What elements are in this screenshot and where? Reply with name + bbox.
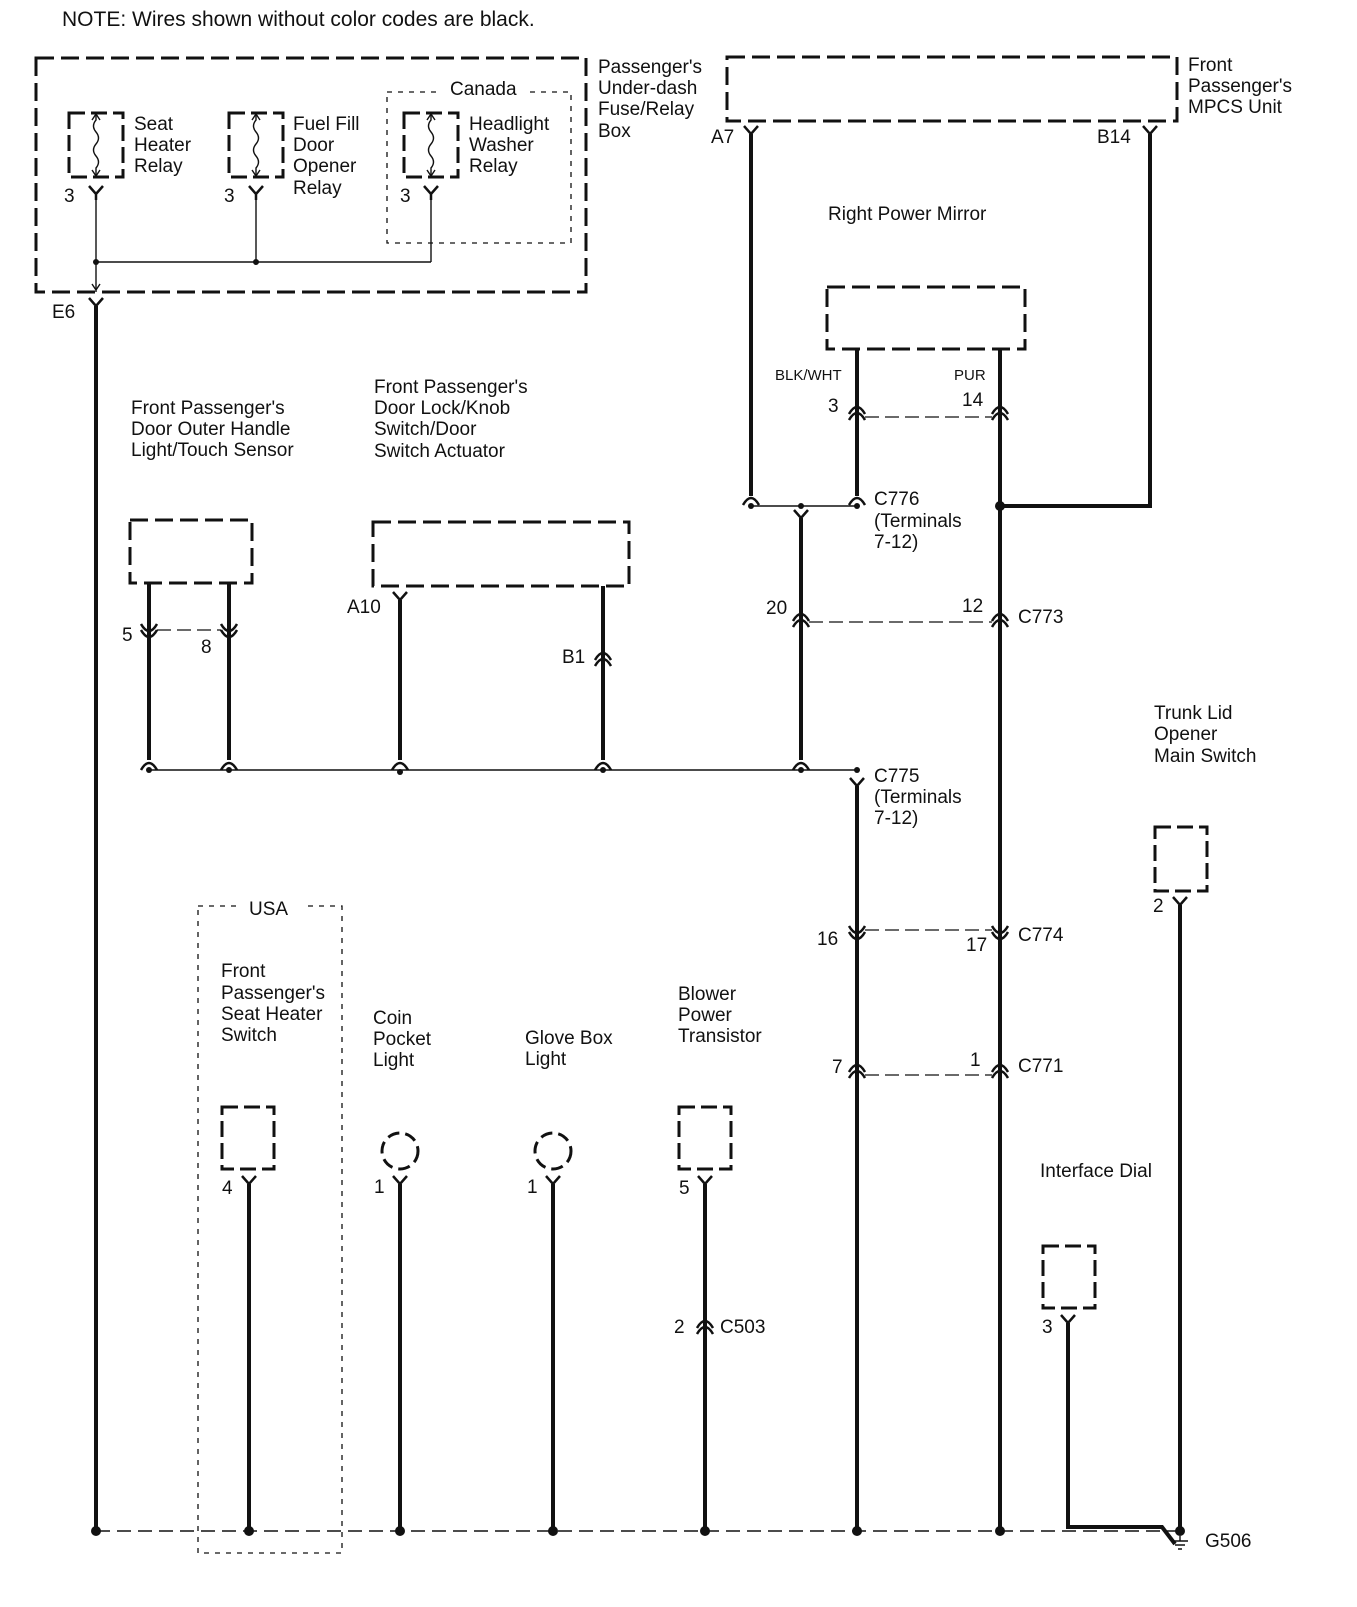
interface-dial-pin: 3	[1042, 1317, 1053, 1338]
mirror-box	[825, 285, 1027, 351]
canada-label: Canada	[450, 79, 517, 100]
blower-power-transistor: Blower Power Transistor 5 2 C503	[674, 984, 765, 1530]
mpcs-pin-a7: A7	[711, 127, 734, 148]
c503-pin: 2	[674, 1317, 685, 1338]
fuse-box-label: Passenger's Under-dash Fuse/Relay Box	[598, 57, 707, 142]
door-handle-pin-5: 5	[122, 625, 133, 646]
c771-pin-1: 1	[970, 1050, 981, 1071]
headlight-washer-relay: Headlight Washer Relay 3	[400, 111, 555, 207]
usa-label: USA	[249, 899, 288, 920]
mirror-label: Right Power Mirror	[828, 204, 987, 225]
relay-coil-icon	[427, 115, 435, 176]
ground-bus: G506	[91, 1526, 1251, 1552]
door-lock-pin-a10: A10	[347, 597, 381, 618]
coin-pocket-light: Coin Pocket Light 1	[373, 1008, 436, 1530]
trunk-switch-pin: 2	[1153, 896, 1164, 917]
c503-label: C503	[720, 1317, 765, 1338]
c771-pin-7: 7	[832, 1057, 843, 1078]
c773-label: C773	[1018, 607, 1063, 628]
c774-pin-17: 17	[966, 935, 987, 956]
relay-label: Headlight Washer Relay	[469, 114, 555, 177]
seat-heater-switch-pin: 4	[222, 1178, 233, 1199]
wire-color-blk-wht: BLK/WHT	[775, 367, 842, 384]
fuse-relay-box: Passenger's Under-dash Fuse/Relay Box Ca…	[34, 56, 707, 294]
relay-coil-icon	[252, 115, 260, 176]
seat-heater-switch-label: Front Passenger's Seat Heater Switch	[221, 961, 330, 1046]
light-bulb-icon	[380, 1131, 420, 1171]
c771-label: C771	[1018, 1056, 1063, 1077]
note-text: NOTE: Wires shown without color codes ar…	[62, 8, 535, 31]
c773-pin-12: 12	[962, 596, 983, 617]
b14-wire	[1000, 134, 1152, 508]
relay-pin: 3	[64, 186, 75, 207]
c775-label: C775 (Terminals 7-12)	[874, 766, 967, 829]
relay-pin: 3	[224, 186, 235, 207]
trunk-switch-label: Trunk Lid Opener Main Switch	[1154, 703, 1256, 767]
door-lock-pin-b1: B1	[562, 647, 585, 668]
door-handle-sensor: Front Passenger's Door Outer Handle Ligh…	[122, 398, 296, 760]
connector-c775: C775 (Terminals 7-12)	[139, 761, 967, 829]
glove-box-light: Glove Box Light 1	[525, 1028, 618, 1530]
e6-terminal-label: E6	[52, 302, 75, 323]
blower-label: Blower Power Transistor	[678, 984, 762, 1047]
usa-option-box	[197, 905, 343, 1554]
blower-pin: 5	[679, 1178, 690, 1199]
seat-heater-relay: Seat Heater Relay 3	[64, 111, 196, 207]
relay-pin: 3	[400, 186, 411, 207]
mirror-pin-14: 14	[962, 390, 984, 411]
door-handle-label: Front Passenger's Door Outer Handle Ligh…	[131, 398, 296, 461]
mpcs-unit-label: Front Passenger's MPCS Unit	[1188, 55, 1297, 118]
seat-heater-switch: USA Front Passenger's Seat Heater Switch…	[197, 896, 343, 1554]
interface-dial-label: Interface Dial	[1040, 1161, 1152, 1182]
relay-label: Fuel Fill Door Opener Relay	[293, 114, 365, 199]
trunk-lid-opener-switch: Trunk Lid Opener Main Switch 2	[1153, 703, 1256, 1528]
c776-label: C776 (Terminals 7-12)	[874, 489, 967, 553]
door-handle-pin-8: 8	[201, 637, 212, 658]
light-bulb-icon	[533, 1131, 573, 1171]
glove-light-pin: 1	[527, 1177, 538, 1198]
c773-pin-20: 20	[766, 598, 787, 619]
fuse-box-outline	[34, 56, 588, 294]
c774-pin-16: 16	[817, 929, 838, 950]
ground-label: G506	[1205, 1531, 1251, 1552]
fuel-fill-door-relay: Fuel Fill Door Opener Relay 3	[224, 111, 365, 207]
door-lock-switch: Front Passenger's Door Lock/Knob Switch/…	[347, 377, 631, 760]
mirror-pin-3: 3	[828, 396, 839, 417]
relay-coil-icon	[92, 115, 100, 176]
relay-label: Seat Heater Relay	[134, 114, 196, 177]
ground-icon	[1172, 1536, 1188, 1550]
mpcs-pin-b14: B14	[1097, 127, 1131, 148]
glove-light-label: Glove Box Light	[525, 1028, 618, 1070]
wire-color-pur: PUR	[954, 367, 986, 384]
door-lock-label: Front Passenger's Door Lock/Knob Switch/…	[374, 377, 533, 462]
c774-label: C774	[1018, 925, 1064, 946]
coin-light-pin: 1	[374, 1177, 385, 1198]
coin-light-label: Coin Pocket Light	[373, 1008, 436, 1071]
connector-c771: 7 1 C771	[832, 1050, 1063, 1080]
connector-c774: 16 17 C774	[817, 924, 1064, 956]
connector-c776: C776 (Terminals 7-12)	[741, 489, 1005, 553]
connector-c773: 20 12 C773	[766, 596, 1063, 629]
interface-dial: Interface Dial 3	[1040, 1161, 1177, 1546]
mpcs-unit: Front Passenger's MPCS Unit A7 B14	[711, 55, 1297, 148]
